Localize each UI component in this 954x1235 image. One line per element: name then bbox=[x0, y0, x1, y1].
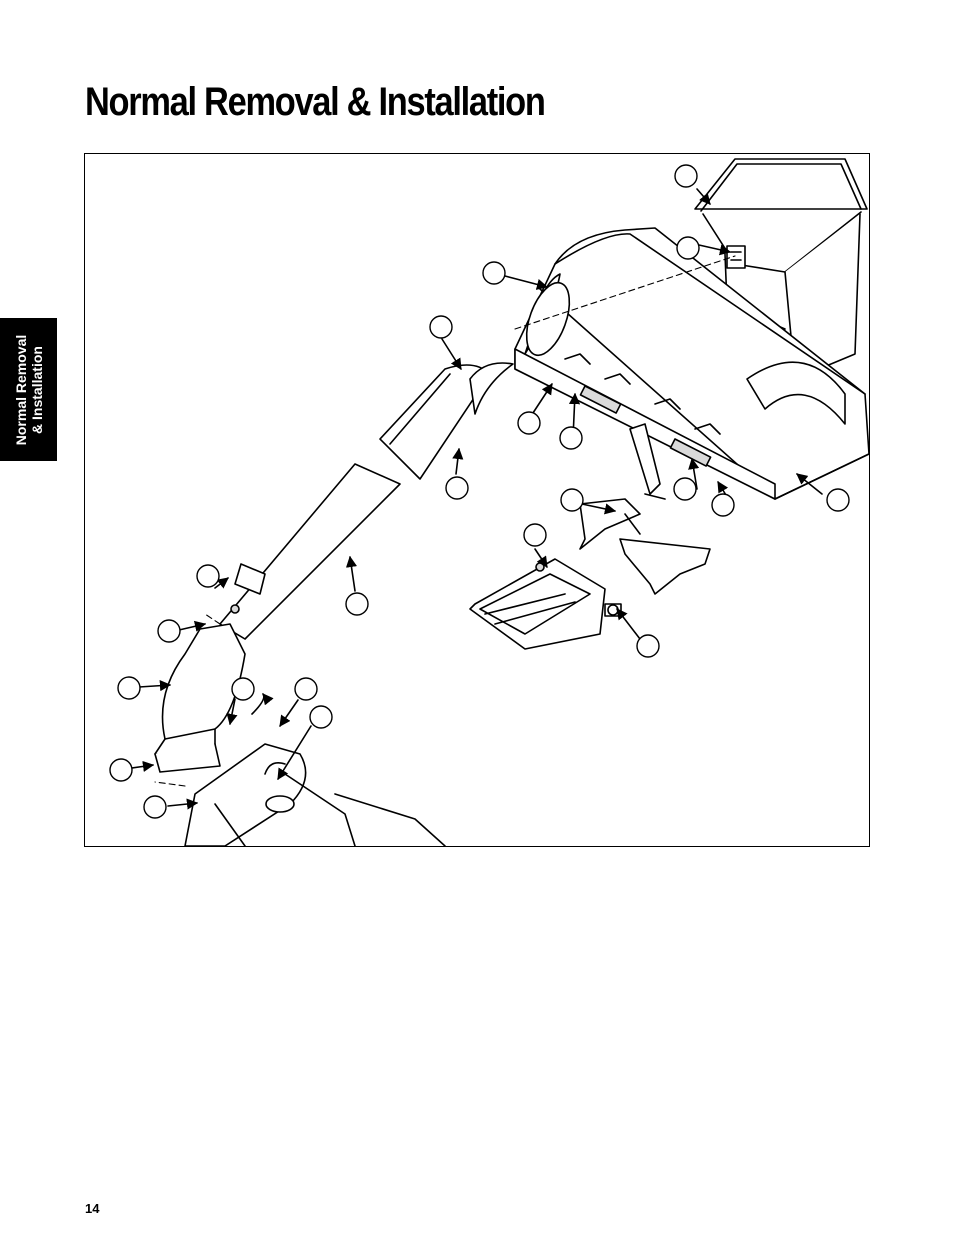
side-tab-label-line1: Normal Removal bbox=[12, 334, 29, 445]
side-tab-label-line2: & Installation bbox=[28, 345, 45, 434]
section-side-tab: Normal Removal & Installation bbox=[0, 318, 57, 461]
hopper-frame bbox=[694, 158, 868, 380]
mower-deck bbox=[184, 743, 446, 846]
page-number: 14 bbox=[85, 1201, 100, 1216]
exploded-view-illustration bbox=[109, 158, 869, 846]
alignment-dashes bbox=[154, 255, 736, 787]
exploded-view-figure bbox=[84, 153, 870, 847]
page-title: Normal Removal & Installation bbox=[85, 80, 546, 124]
side-tab-label: Normal Removal & Installation bbox=[13, 334, 45, 444]
callout-circles bbox=[109, 164, 850, 819]
lower-chute-tube bbox=[219, 463, 401, 640]
upper-chute bbox=[379, 362, 514, 480]
hitch-plate bbox=[469, 558, 622, 650]
elbow-deflector bbox=[154, 623, 246, 773]
mounting-bracket bbox=[579, 423, 711, 595]
callout-arrows bbox=[124, 188, 823, 810]
